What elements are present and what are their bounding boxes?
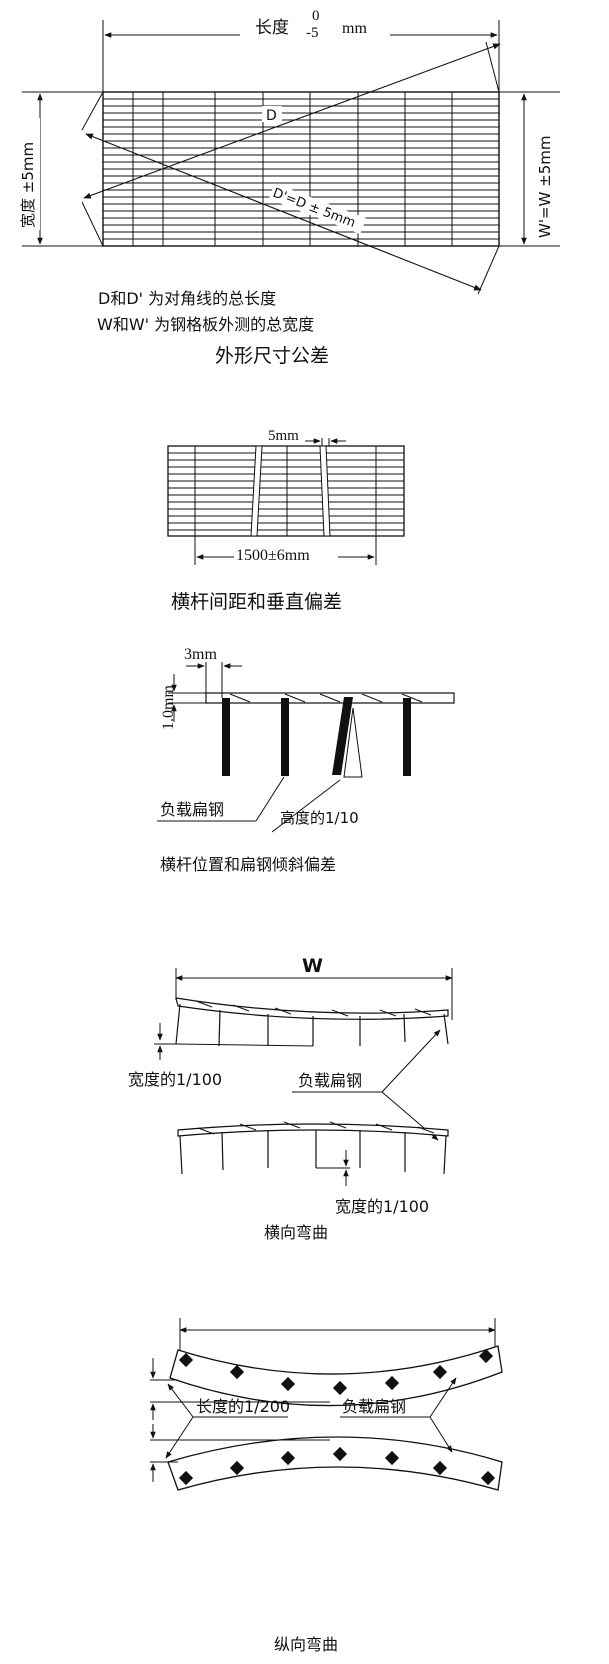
span-label: 1500±6mm xyxy=(236,547,310,564)
bar-section-marker xyxy=(229,1364,245,1380)
figure-transverse-bow: W 宽度的1/100 负载扁钢 xyxy=(128,955,453,1242)
wprime-label: W'=W ±5mm xyxy=(536,136,554,238)
length-unit: mm xyxy=(342,20,367,37)
bar-section-marker xyxy=(178,1470,194,1486)
figure-longitudinal-bow: 长度的1/200 负载扁钢 纵向弯曲 xyxy=(150,1318,503,1654)
bar-label-5: 负载扁钢 xyxy=(342,1397,406,1416)
bar-section-marker xyxy=(384,1450,400,1466)
bowed-bar-top xyxy=(169,1345,503,1407)
bar-leader-bottom-5 xyxy=(429,1416,453,1453)
w-label: W xyxy=(302,955,323,977)
tilt-reference xyxy=(343,707,363,778)
figure-crossbar-position: 3mm 1.0mm 负载扁钢 高度的1/10 横杆位置和扁钢倾斜偏差 xyxy=(157,646,455,874)
fig2-caption: 横杆间距和垂直偏差 xyxy=(171,591,342,613)
diagonal-dprime-extension-left xyxy=(81,91,104,131)
bar-section-marker xyxy=(478,1348,494,1364)
bowed-top-bars xyxy=(175,1003,449,1047)
diagonal-d-extension-left xyxy=(81,201,104,247)
bar-section-marker xyxy=(480,1470,496,1486)
bowed-bottom-bars xyxy=(179,1130,447,1175)
length-label: 长度 xyxy=(255,18,289,38)
bowed-top-baseline xyxy=(175,1043,314,1047)
bowed-grating-bottom xyxy=(177,1123,449,1137)
bowed-bar-bottom xyxy=(167,1436,503,1491)
crossbar-hatch xyxy=(229,693,423,703)
bar-section-marker xyxy=(178,1352,194,1368)
deflect-leader-top xyxy=(167,1383,194,1418)
bar-section-dots-bottom xyxy=(178,1446,496,1486)
deflect-bottom-label: 宽度的1/100 xyxy=(335,1197,429,1216)
length-tol-upper: 0 xyxy=(312,8,320,24)
length-label-bg xyxy=(240,14,390,42)
bar-label: 负载扁钢 xyxy=(160,800,224,819)
diagonal-d xyxy=(83,43,501,199)
note-width: W和W' 为钢格板外测的总宽度 xyxy=(97,315,314,334)
diagonal-d-extension xyxy=(485,41,500,93)
deflect-label-5: 长度的1/200 xyxy=(196,1397,290,1416)
bar-leader-top xyxy=(381,1029,441,1093)
bar-section-marker xyxy=(384,1375,400,1391)
figure-crossbar-spacing: 5mm 1500±6mm 横杆间距和垂直偏差 xyxy=(167,428,405,613)
bowed-bottom-hatch xyxy=(197,1121,435,1135)
bar-label-leader xyxy=(255,776,285,822)
bearing-bar-2 xyxy=(281,698,289,776)
bearing-bar-4 xyxy=(403,698,411,776)
note-diagonal: D和D' 为对角线的总长度 xyxy=(98,289,276,308)
bar-section-marker xyxy=(280,1450,296,1466)
diagonal-dprime-extension xyxy=(477,245,500,295)
bearing-bar-1 xyxy=(222,698,230,776)
wprime-label-bg xyxy=(530,100,556,240)
crossbar-slanted-gap-right xyxy=(319,445,331,537)
length-tol-lower: -5 xyxy=(306,25,319,41)
width-label: 宽度 ±5mm xyxy=(19,142,37,228)
tilt-label: 高度的1/10 xyxy=(280,809,359,827)
fig1-caption: 外形尺寸公差 xyxy=(215,345,329,367)
fig5-caption: 纵向弯曲 xyxy=(274,1635,338,1654)
gap-label: 3mm xyxy=(184,646,217,663)
span-label-bg xyxy=(234,544,338,562)
offset-label: 5mm xyxy=(268,428,299,444)
crossbar-slanted-gap-left xyxy=(250,445,263,537)
bar-section-marker xyxy=(280,1376,296,1392)
tilt-label-leader xyxy=(271,779,341,833)
bowed-grating-top xyxy=(175,997,449,1020)
grating-section-outline xyxy=(167,445,405,537)
bar-label-4: 负载扁钢 xyxy=(298,1071,362,1090)
deflect-leader-bottom xyxy=(165,1416,194,1459)
bowed-top-hatch xyxy=(195,1000,432,1017)
d-label-bg xyxy=(262,106,282,122)
bar-section-marker xyxy=(432,1460,448,1476)
fig4-caption: 横向弯曲 xyxy=(264,1223,328,1242)
width-label-bg xyxy=(14,118,40,230)
bar-section-marker xyxy=(229,1460,245,1476)
bar-section-marker xyxy=(332,1446,348,1462)
height-label: 1.0mm xyxy=(160,685,177,730)
bearing-bar-tilted xyxy=(332,697,353,775)
bar-section-dots-top xyxy=(178,1348,494,1396)
d-label: D xyxy=(266,108,277,124)
bar-section-marker xyxy=(432,1364,448,1380)
deflect-top-label: 宽度的1/100 xyxy=(128,1070,222,1089)
grating-section-bars xyxy=(168,452,404,531)
bar-section-marker xyxy=(332,1380,348,1396)
diagonal-dprime xyxy=(85,133,482,291)
fig3-caption: 横杆位置和扁钢倾斜偏差 xyxy=(160,855,336,874)
dprime-label-bg xyxy=(268,183,367,235)
bar-leader-top-5 xyxy=(429,1377,457,1418)
figure-outline-tolerance: 长度 0 -5 mm 宽度 ±5mm W'=W ±5mm D D'=D ± 5m… xyxy=(14,8,560,367)
